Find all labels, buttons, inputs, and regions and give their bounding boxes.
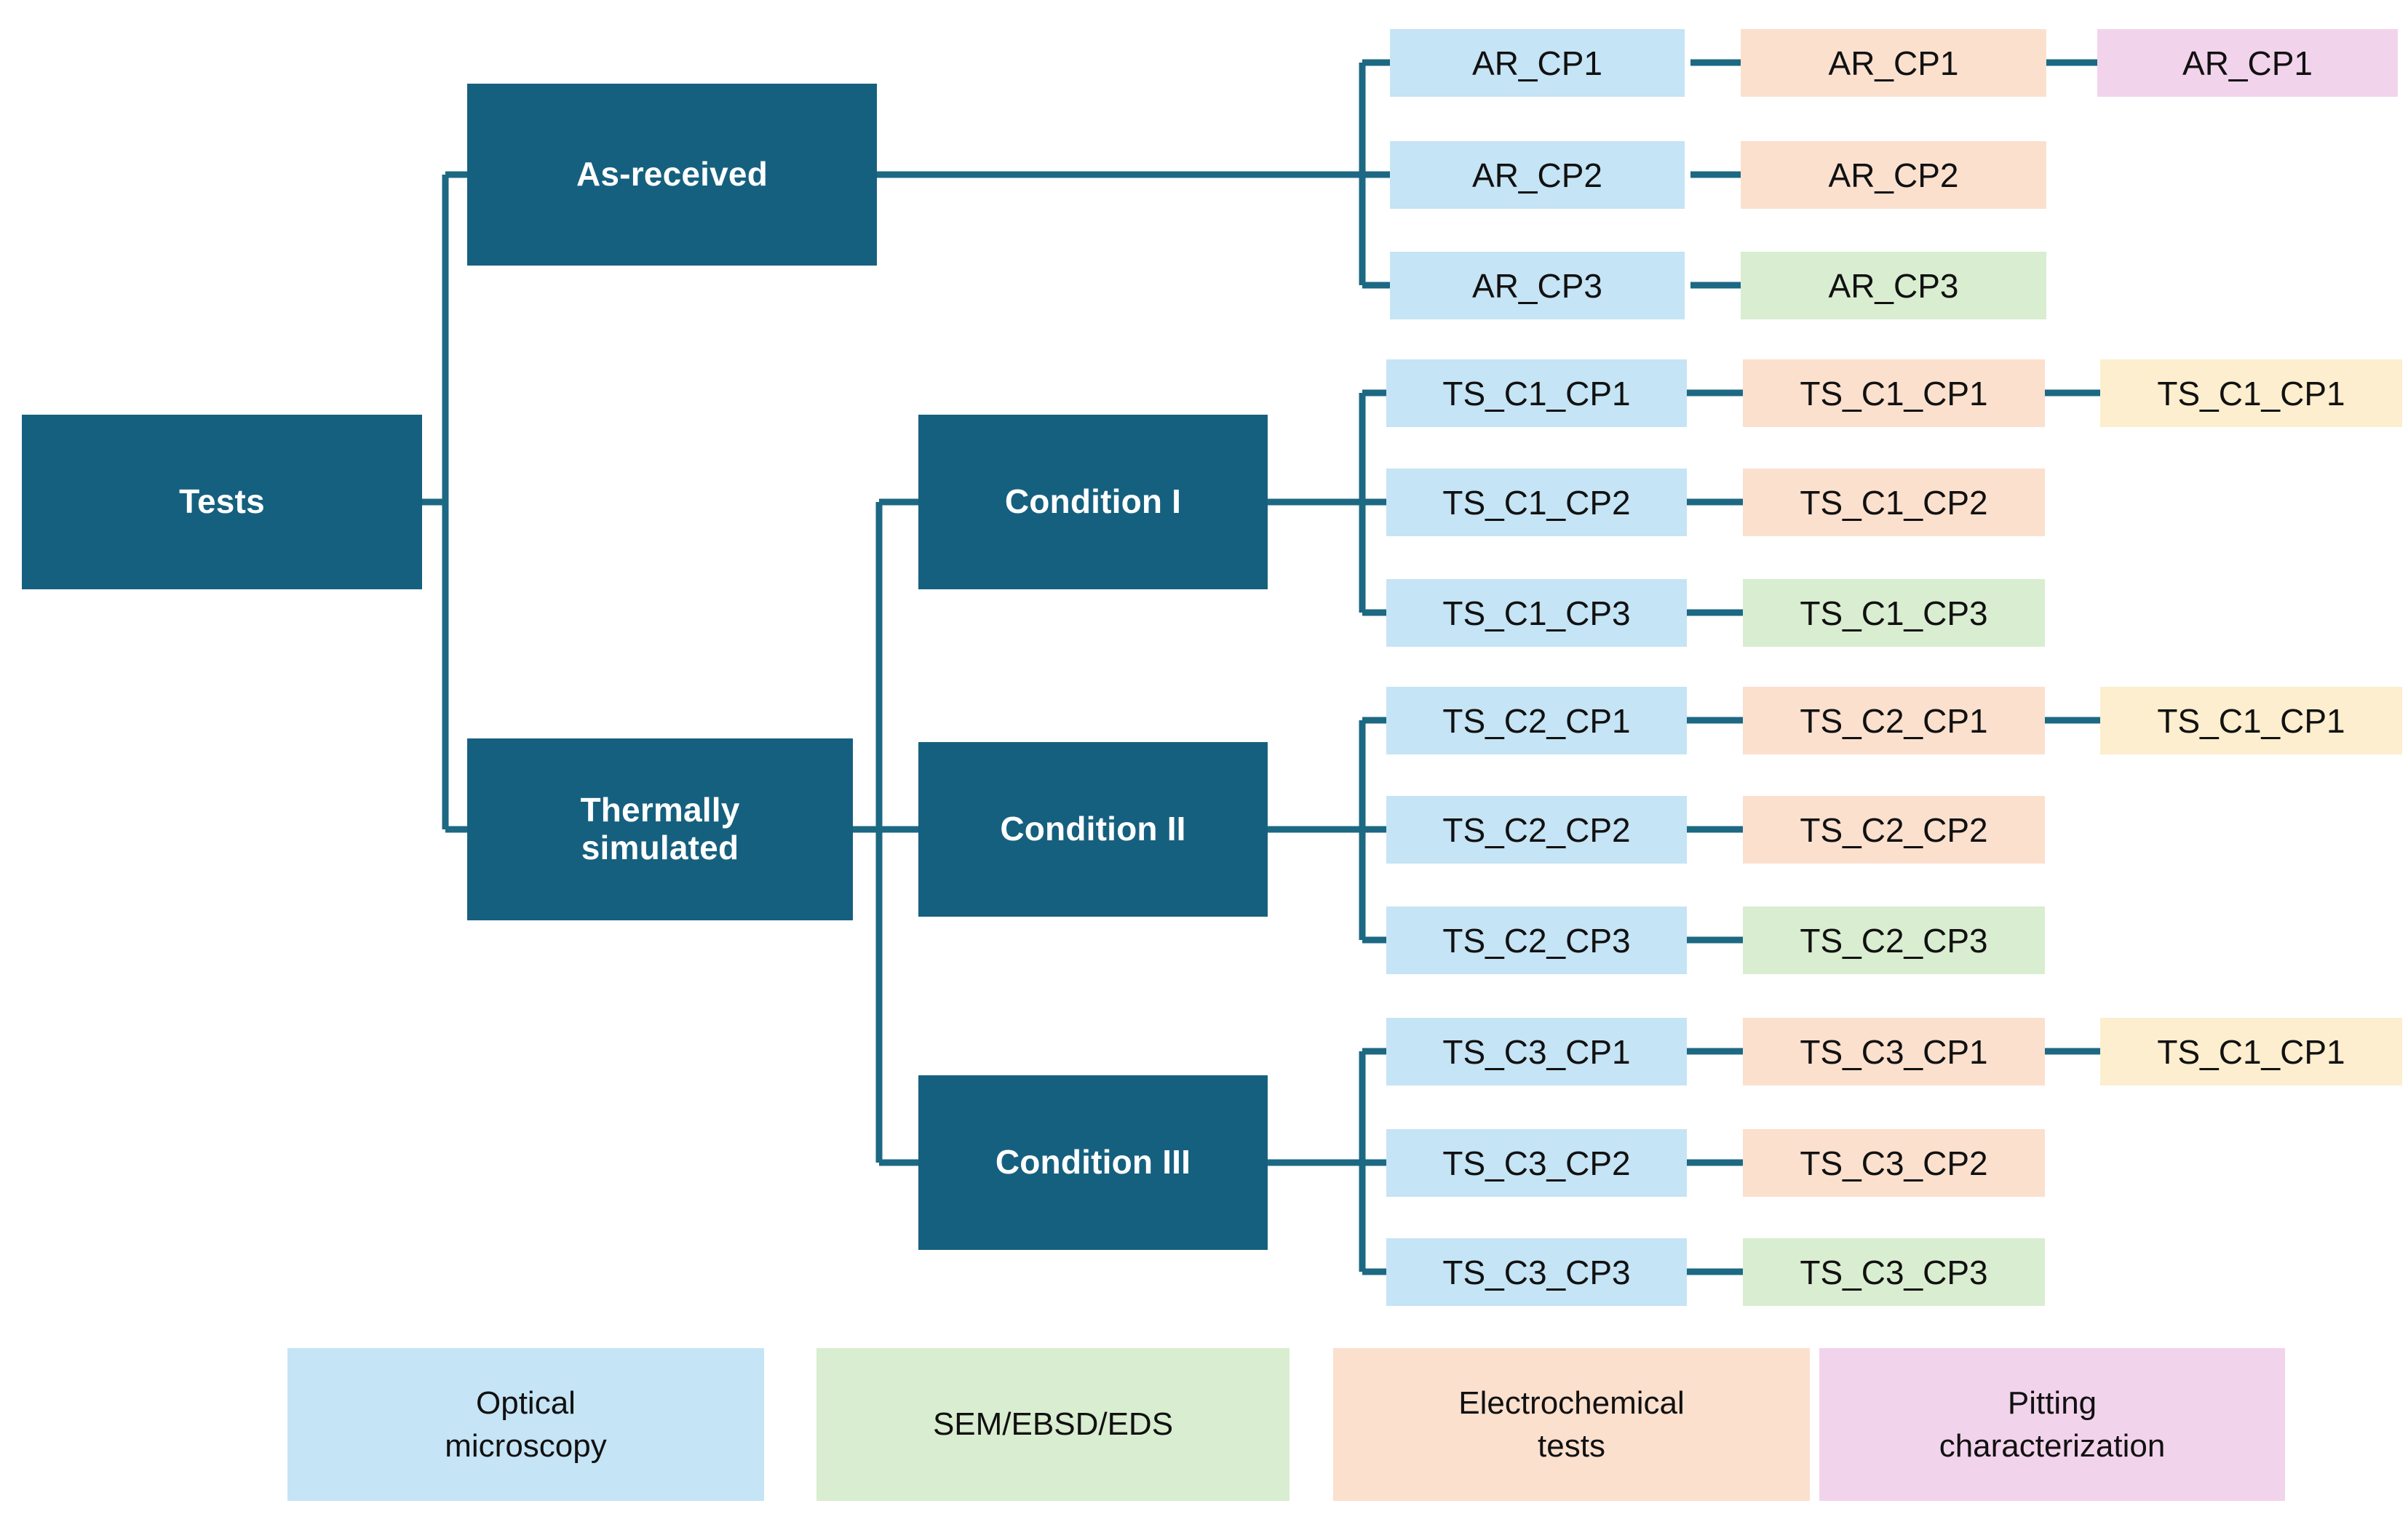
leaf-sem-ar-cp3[interactable]: AR_CP3 — [1741, 252, 2046, 319]
leaf-label: AR_CP2 — [1828, 156, 1959, 194]
node-condition-3-label: Condition III — [995, 1143, 1191, 1182]
node-condition-3[interactable]: Condition III — [918, 1075, 1268, 1250]
leaf-label: TS_C3_CP1 — [1800, 1032, 1988, 1071]
leaf-label: TS_C3_CP2 — [1442, 1144, 1631, 1182]
leaf-label: TS_C2_CP1 — [1800, 701, 1988, 740]
leaf-label: AR_CP1 — [1828, 44, 1959, 82]
legend-line1: Electrochemical — [1458, 1384, 1685, 1421]
leaf-label: TS_C3_CP2 — [1800, 1144, 1988, 1182]
node-tests[interactable]: Tests — [22, 415, 422, 589]
leaf-label: AR_CP3 — [1472, 266, 1602, 305]
node-condition-1-label: Condition I — [1004, 482, 1182, 521]
leaf-label: TS_C1_CP3 — [1800, 594, 1988, 632]
leaf-label: TS_C1_CP2 — [1442, 483, 1631, 522]
leaf-optical-ts-c2-cp1[interactable]: TS_C2_CP1 — [1386, 687, 1687, 754]
leaf-label: AR_CP3 — [1828, 266, 1959, 305]
leaf-electrochemical-ts-c1-cp2[interactable]: TS_C1_CP2 — [1743, 469, 2045, 536]
leaf-label: TS_C2_CP2 — [1800, 810, 1988, 849]
leaf-label: TS_C2_CP3 — [1442, 921, 1631, 960]
legend-pitting-characterization[interactable]: Pitting characterization — [1819, 1348, 2285, 1501]
leaf-sem-ts-c2-cp3[interactable]: TS_C2_CP3 — [1743, 907, 2045, 974]
leaf-label: TS_C1_CP1 — [2157, 374, 2345, 413]
leaf-electrochemical-ts-c1-cp1[interactable]: TS_C1_CP1 — [1743, 359, 2045, 427]
leaf-pitting-ar-cp1[interactable]: AR_CP1 — [2097, 29, 2398, 97]
node-as-received[interactable]: As-received — [467, 84, 877, 266]
leaf-label: TS_C1_CP1 — [2157, 1032, 2345, 1071]
leaf-label: TS_C1_CP1 — [2157, 701, 2345, 740]
leaf-optical-ts-c2-cp2[interactable]: TS_C2_CP2 — [1386, 796, 1687, 864]
leaf-optical-ar-cp2[interactable]: AR_CP2 — [1390, 141, 1685, 209]
leaf-sem-ts-c3-cp3[interactable]: TS_C3_CP3 — [1743, 1238, 2045, 1306]
legend-line1: SEM/EBSD/EDS — [932, 1406, 1174, 1443]
leaf-extra-ts-c3-cp1[interactable]: TS_C1_CP1 — [2100, 1018, 2402, 1085]
leaf-electrochemical-ts-c2-cp1[interactable]: TS_C2_CP1 — [1743, 687, 2045, 754]
node-thermally-simulated[interactable]: Thermally simulated — [467, 738, 853, 920]
node-condition-2-label: Condition II — [1000, 810, 1186, 848]
leaf-electrochemical-ts-c3-cp2[interactable]: TS_C3_CP2 — [1743, 1129, 2045, 1197]
leaf-optical-ts-c3-cp3[interactable]: TS_C3_CP3 — [1386, 1238, 1687, 1306]
leaf-label: TS_C2_CP2 — [1442, 810, 1631, 849]
node-thermally-simulated-line1: Thermally — [580, 791, 740, 829]
leaf-electrochemical-ar-cp2[interactable]: AR_CP2 — [1741, 141, 2046, 209]
leaf-optical-ar-cp1[interactable]: AR_CP1 — [1390, 29, 1685, 97]
node-as-received-label: As-received — [576, 155, 768, 194]
leaf-label: TS_C2_CP1 — [1442, 701, 1631, 740]
leaf-optical-ts-c1-cp2[interactable]: TS_C1_CP2 — [1386, 469, 1687, 536]
leaf-electrochemical-ts-c3-cp1[interactable]: TS_C3_CP1 — [1743, 1018, 2045, 1085]
leaf-optical-ts-c3-cp2[interactable]: TS_C3_CP2 — [1386, 1129, 1687, 1197]
leaf-label: TS_C1_CP1 — [1442, 374, 1631, 413]
legend-line1: Pitting — [2007, 1384, 2097, 1421]
legend-line2: microscopy — [445, 1428, 607, 1464]
leaf-optical-ts-c3-cp1[interactable]: TS_C3_CP1 — [1386, 1018, 1687, 1085]
node-tests-label: Tests — [179, 482, 265, 521]
leaf-sem-ts-c1-cp3[interactable]: TS_C1_CP3 — [1743, 579, 2045, 647]
leaf-label: TS_C1_CP3 — [1442, 594, 1631, 632]
leaf-label: TS_C3_CP1 — [1442, 1032, 1631, 1071]
leaf-label: TS_C3_CP3 — [1800, 1253, 1988, 1291]
leaf-electrochemical-ts-c2-cp2[interactable]: TS_C2_CP2 — [1743, 796, 2045, 864]
leaf-label: AR_CP1 — [1472, 44, 1602, 82]
node-thermally-simulated-line2: simulated — [581, 829, 739, 866]
leaf-optical-ts-c2-cp3[interactable]: TS_C2_CP3 — [1386, 907, 1687, 974]
leaf-extra-ts-c1-cp1[interactable]: TS_C1_CP1 — [2100, 359, 2402, 427]
legend-sem-ebsd-eds[interactable]: SEM/EBSD/EDS — [816, 1348, 1290, 1501]
legend-line2: tests — [1538, 1428, 1605, 1464]
leaf-label: TS_C1_CP2 — [1800, 483, 1988, 522]
legend-line2: characterization — [1939, 1428, 2166, 1464]
node-condition-2[interactable]: Condition II — [918, 742, 1268, 917]
legend-electrochemical-tests[interactable]: Electrochemical tests — [1333, 1348, 1810, 1501]
leaf-label: AR_CP1 — [2182, 44, 2313, 82]
leaf-label: TS_C2_CP3 — [1800, 921, 1988, 960]
legend-optical-microscopy[interactable]: Optical microscopy — [287, 1348, 764, 1501]
leaf-electrochemical-ar-cp1[interactable]: AR_CP1 — [1741, 29, 2046, 97]
leaf-label: TS_C3_CP3 — [1442, 1253, 1631, 1291]
leaf-extra-ts-c2-cp1[interactable]: TS_C1_CP1 — [2100, 687, 2402, 754]
leaf-optical-ts-c1-cp3[interactable]: TS_C1_CP3 — [1386, 579, 1687, 647]
leaf-label: AR_CP2 — [1472, 156, 1602, 194]
leaf-optical-ar-cp3[interactable]: AR_CP3 — [1390, 252, 1685, 319]
leaf-label: TS_C1_CP1 — [1800, 374, 1988, 413]
legend-line1: Optical — [476, 1384, 576, 1421]
leaf-optical-ts-c1-cp1[interactable]: TS_C1_CP1 — [1386, 359, 1687, 427]
node-condition-1[interactable]: Condition I — [918, 415, 1268, 589]
